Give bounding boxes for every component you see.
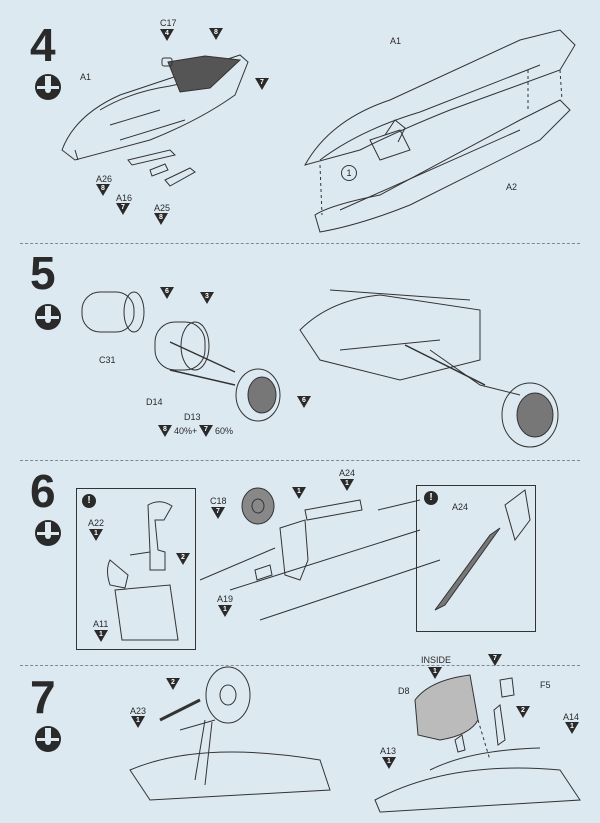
step-number-7: 7 bbox=[30, 671, 56, 723]
paint-color-marker: 3 bbox=[200, 292, 214, 304]
cement-glue-icon bbox=[35, 74, 61, 100]
step-number-6: 6 bbox=[30, 465, 56, 517]
step-separator bbox=[20, 243, 580, 244]
part-label-a24: A24 bbox=[452, 502, 469, 512]
part-label-a19: A19 bbox=[217, 594, 234, 604]
paint-color-marker: 1 bbox=[218, 605, 232, 617]
part-label-a24: A24 bbox=[339, 468, 356, 478]
paint-color-marker: 4 bbox=[160, 29, 174, 41]
part-label-a25: A25 bbox=[154, 203, 171, 213]
part-label-c31: C31 bbox=[99, 355, 116, 365]
paint-color-marker: 1 bbox=[382, 757, 396, 769]
paint-color-marker: 8 bbox=[209, 28, 223, 40]
part-label-c18: C18 bbox=[210, 496, 227, 506]
part-label-a22: A22 bbox=[88, 518, 105, 528]
cement-glue-icon bbox=[35, 520, 61, 546]
detail-inset-right bbox=[416, 485, 536, 632]
paint-color-marker: 2 bbox=[176, 553, 190, 565]
part-label-d14: D14 bbox=[146, 397, 163, 407]
attention-icon: ! bbox=[424, 491, 438, 505]
part-label-a26: A26 bbox=[96, 174, 113, 184]
step-number-4: 4 bbox=[30, 19, 56, 71]
part-label-f5: F5 bbox=[540, 680, 551, 690]
part-label-a1: A1 bbox=[80, 72, 92, 82]
paint-color-marker: 8 bbox=[158, 425, 172, 437]
paint-color-marker: 7 bbox=[199, 425, 213, 437]
step-separator bbox=[20, 665, 580, 666]
part-label-a11: A11 bbox=[93, 619, 109, 629]
part-label-a2: A2 bbox=[506, 182, 518, 192]
part-label-c17: C17 bbox=[160, 18, 177, 28]
paint-color-marker: 1 bbox=[292, 487, 306, 499]
paint-color-marker: 7 bbox=[211, 507, 225, 519]
part-label-a14: A14 bbox=[563, 712, 580, 722]
part-label-d8: D8 bbox=[398, 686, 410, 696]
paint-color-marker: 7 bbox=[116, 203, 130, 215]
paint-color-marker: 6 bbox=[160, 287, 174, 299]
paint-color-marker: 6 bbox=[297, 396, 311, 408]
paint-color-marker: 2 bbox=[516, 706, 530, 718]
part-label-d13: D13 bbox=[184, 412, 201, 422]
paint-mix-ratio-b: 60% bbox=[215, 426, 234, 436]
paint-color-marker: 1 bbox=[89, 529, 103, 541]
sub-assembly-marker: 1 bbox=[341, 165, 357, 181]
paint-color-marker: 1 bbox=[340, 479, 354, 491]
part-label-a1: A1 bbox=[390, 36, 402, 46]
part-label-inside: INSIDE bbox=[421, 655, 452, 665]
step-number-5: 5 bbox=[30, 247, 56, 299]
paint-color-marker: 7 bbox=[488, 654, 502, 666]
attention-icon: ! bbox=[82, 494, 96, 508]
cement-glue-icon bbox=[35, 304, 61, 330]
paint-color-marker: 8 bbox=[96, 184, 110, 196]
cement-glue-icon bbox=[35, 726, 61, 752]
paint-mix-ratio-a: 40%+ bbox=[174, 426, 198, 436]
part-label-a23: A23 bbox=[130, 706, 147, 716]
paint-color-marker: 8 bbox=[154, 213, 168, 225]
paint-color-marker: 1 bbox=[94, 630, 108, 642]
paint-color-marker: 1 bbox=[428, 667, 442, 679]
paint-color-marker: 2 bbox=[166, 678, 180, 690]
paint-color-marker: 1 bbox=[565, 722, 579, 734]
part-label-a16: A16 bbox=[116, 193, 133, 203]
paint-color-marker: 1 bbox=[131, 716, 145, 728]
part-label-a13: A13 bbox=[380, 746, 397, 756]
paint-color-marker: 7 bbox=[255, 78, 269, 90]
step-separator bbox=[20, 460, 580, 461]
detail-inset-left bbox=[76, 488, 196, 650]
